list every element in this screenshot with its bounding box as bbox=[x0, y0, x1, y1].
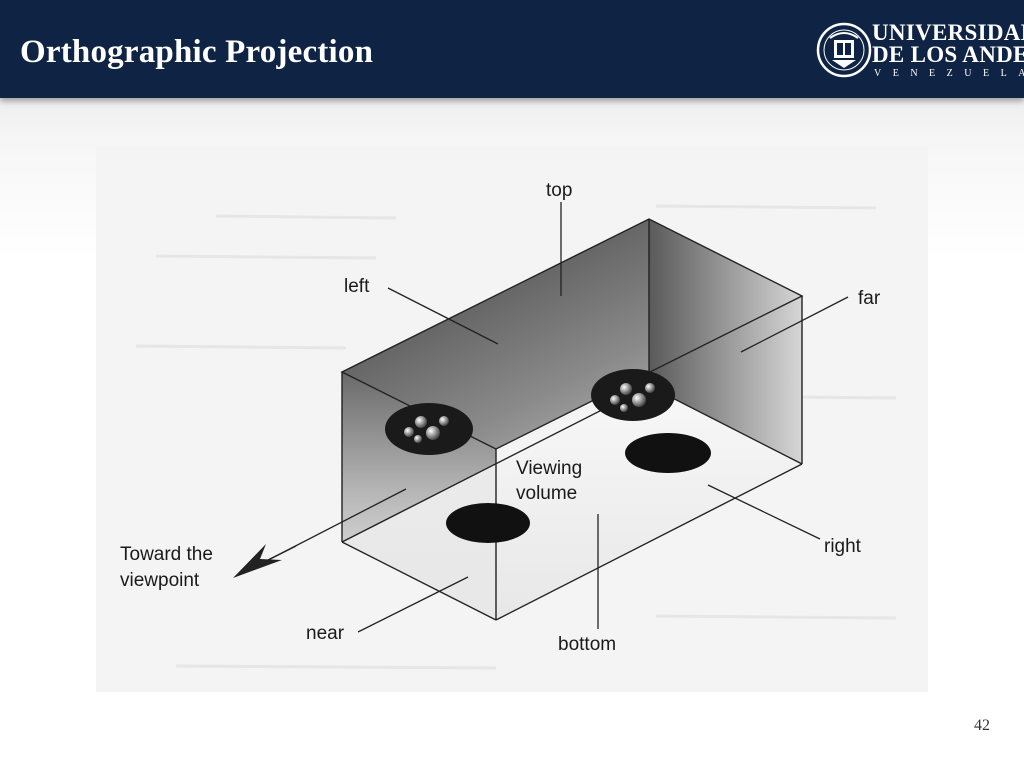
shadow-far bbox=[625, 433, 711, 473]
logo-line-venezuela: VENEZUELA bbox=[874, 68, 1024, 79]
label-viewing: Viewing bbox=[516, 458, 582, 479]
logo-line-de-los-andes: DE LOS ANDES bbox=[872, 42, 1024, 67]
label-volume: volume bbox=[516, 483, 577, 504]
label-right: right bbox=[824, 536, 862, 557]
logo-line-university: UNIVERSIDAD bbox=[872, 20, 1024, 45]
label-far: far bbox=[858, 288, 881, 309]
figure-panel: top left far Viewing volume right Toward… bbox=[96, 146, 928, 692]
orthographic-projection-diagram: top left far Viewing volume right Toward… bbox=[120, 180, 897, 670]
label-toward: Toward the bbox=[120, 544, 213, 565]
box-far-face bbox=[649, 219, 802, 464]
slide-title: Orthographic Projection bbox=[20, 34, 374, 70]
university-seal-icon bbox=[816, 22, 872, 78]
label-near: near bbox=[306, 623, 345, 644]
object-far-plate bbox=[591, 369, 675, 421]
label-bottom: bottom bbox=[558, 634, 616, 655]
university-logo: UNIVERSIDAD DE LOS ANDES VENEZUELA bbox=[816, 20, 1024, 80]
shadow-near bbox=[446, 503, 530, 543]
toward-viewpoint-arrow-icon bbox=[233, 544, 282, 578]
object-near-plate bbox=[385, 403, 473, 455]
slide-header: Orthographic Projection UNIVERSIDAD DE L… bbox=[0, 0, 1024, 98]
background-texture bbox=[135, 204, 897, 670]
page-number: 42 bbox=[974, 717, 990, 734]
leader-lines bbox=[242, 202, 849, 633]
label-left: left bbox=[344, 276, 370, 297]
label-top: top bbox=[546, 180, 572, 201]
label-viewpoint: viewpoint bbox=[120, 570, 200, 591]
